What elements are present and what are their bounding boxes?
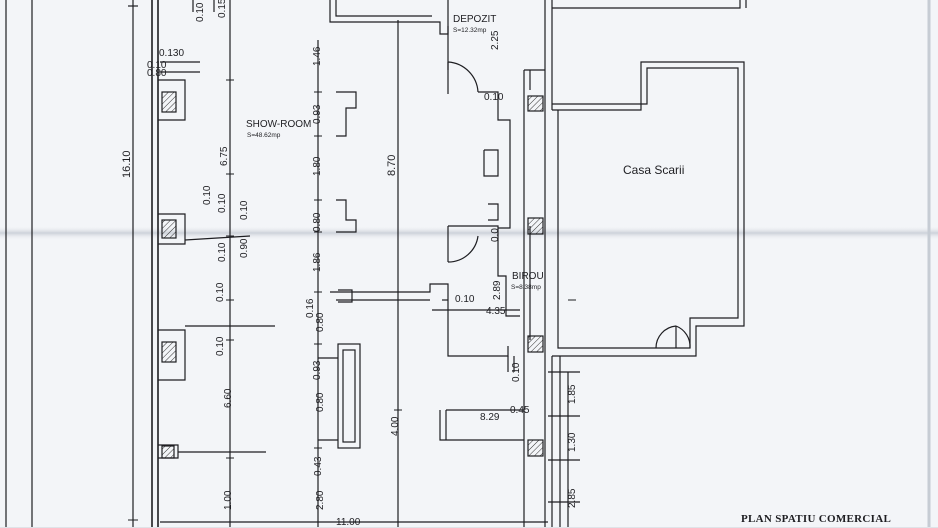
dim-label: 0.10	[217, 242, 228, 262]
paper-fold-horizontal	[0, 226, 938, 240]
dim-label: 1.85	[567, 384, 578, 404]
birou-door-arc	[447, 235, 479, 263]
dim-label: 2.80	[315, 490, 326, 510]
stair-room-outer	[552, 61, 745, 357]
dim-label: 4.35	[486, 306, 506, 317]
pillar-mid-1	[336, 91, 357, 137]
display-counter	[337, 343, 361, 449]
dim-label: 0.0	[490, 228, 501, 242]
dim-label: 11.00	[336, 517, 361, 528]
birou-wall	[448, 225, 520, 317]
dim-label: 0.15	[217, 0, 228, 18]
pillar-left-4	[158, 444, 179, 459]
dim-label: 16.10	[121, 150, 133, 178]
dim-label: 1.00	[223, 490, 234, 510]
dim-label: 1.86	[312, 252, 323, 272]
dim-label: 0.10	[202, 185, 213, 205]
dim-label: 0.10	[147, 60, 167, 71]
room-area-birou: S=8.38mp	[511, 284, 541, 291]
pillar-left-1	[158, 79, 186, 121]
dim-label: 0.10	[511, 362, 522, 382]
stair-door	[655, 325, 691, 349]
plan-title: PLAN SPATIU COMERCIAL	[741, 513, 892, 525]
dim-label: 8.70	[386, 154, 398, 176]
dim-label: 0.130	[159, 48, 185, 59]
pillar-mid-3	[338, 289, 353, 303]
pillar-left-2	[158, 213, 186, 245]
top-right-wall	[552, 0, 741, 9]
depozit-wall-left	[329, 0, 449, 35]
dim-label: 2.89	[492, 280, 503, 300]
room-label-depozit: DEPOZIT	[453, 14, 497, 25]
dim-label: 1.80	[312, 156, 323, 176]
pillar-mid-2	[336, 199, 357, 233]
dim-label: 0.45	[510, 405, 530, 416]
dim-label: 0.10	[195, 2, 206, 22]
dim-label: 0.10	[215, 336, 226, 356]
dim-label: 0.93	[312, 104, 323, 124]
dim-label: 2.85	[567, 488, 578, 508]
dim-label: 0.90	[239, 238, 250, 258]
dim-label: 1.46	[312, 46, 323, 66]
dim-label: 0.10	[239, 200, 250, 220]
post-corridor-4	[527, 439, 544, 457]
pillar-left-3	[158, 329, 186, 381]
dim-label: 0.10	[217, 193, 228, 213]
dim-label: 0.10	[455, 294, 475, 305]
room-area-showroom: S=48.62mp	[247, 132, 281, 139]
dim-label: 6.75	[219, 146, 230, 166]
room-area-depozit: S=12.32mp	[453, 27, 487, 34]
dim-label: 4.00	[390, 416, 401, 436]
stair-room-inner	[552, 67, 739, 349]
room-label-birou: BIROU	[512, 271, 544, 282]
post-corridor-1	[527, 95, 544, 112]
dim-label: 6.60	[223, 388, 234, 408]
room-label-showroom: SHOW-ROOM	[246, 119, 312, 130]
dim-label: 0.80	[315, 392, 326, 412]
post-corridor-2	[527, 217, 544, 235]
dim-label: 0.93	[312, 360, 323, 380]
dim-label: 0.10	[484, 92, 504, 103]
dim-label: 1.30	[567, 432, 578, 452]
dim-label: 0.80	[147, 68, 167, 79]
dim-label: 0.43	[313, 456, 324, 476]
dim-label: 0.10	[215, 282, 226, 302]
depozit-door-arc	[447, 61, 479, 93]
dim-label: 0.80	[312, 212, 323, 232]
room-label-casa-scarii: Casa Scarii	[623, 163, 685, 177]
lower-partition	[439, 410, 524, 441]
corridor-wall-upper	[478, 91, 511, 229]
dim-label: 8.29	[480, 412, 500, 423]
dim-label: 0.80	[315, 312, 326, 332]
dim-label: 2.25	[490, 30, 501, 50]
post-corridor-3	[527, 335, 544, 353]
